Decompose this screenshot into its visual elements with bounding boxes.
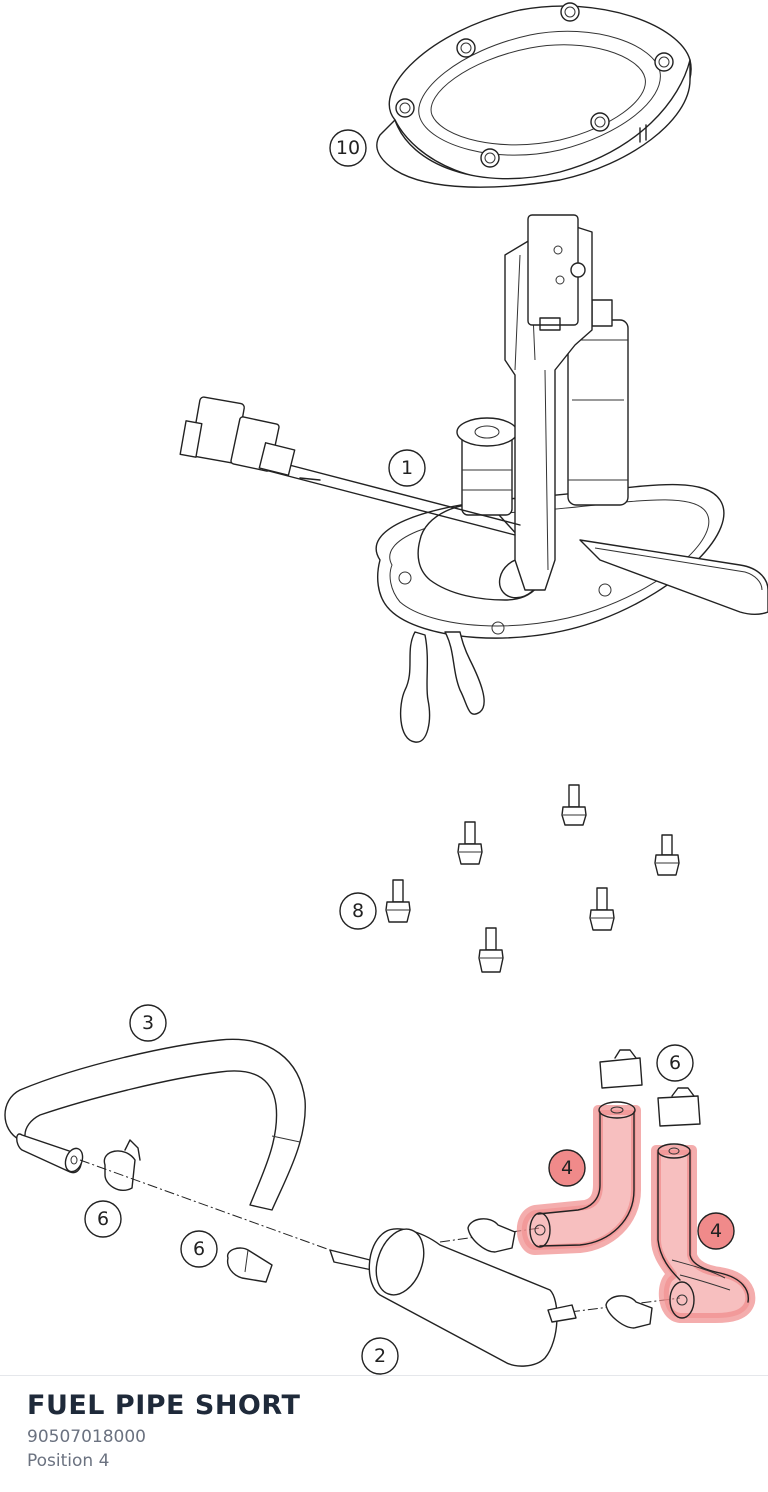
- callout-6-right[interactable]: 6: [656, 1044, 694, 1082]
- fuel-pump-assembly-part-1[interactable]: [179, 214, 768, 743]
- fuel-filter-part-2[interactable]: [329, 1218, 653, 1367]
- callout-3[interactable]: 3: [129, 1004, 167, 1042]
- svg-text:2: 2: [374, 1345, 386, 1367]
- fuel-pipe-short-part-4-left[interactable]: [516, 1101, 641, 1255]
- part-info-panel: FUEL PIPE SHORT 90507018000 Position 4: [0, 1375, 768, 1492]
- svg-text:4: 4: [561, 1157, 573, 1179]
- svg-text:3: 3: [142, 1012, 154, 1034]
- svg-text:6: 6: [193, 1238, 205, 1260]
- part-title: FUEL PIPE SHORT: [27, 1390, 301, 1421]
- callout-8[interactable]: 8: [339, 892, 377, 930]
- svg-text:6: 6: [97, 1208, 109, 1230]
- callout-6-left[interactable]: 6: [84, 1200, 122, 1238]
- part-number: 90507018000: [27, 1427, 146, 1447]
- svg-text:1: 1: [401, 457, 413, 479]
- svg-text:6: 6: [669, 1052, 681, 1074]
- exploded-parts-diagram: 10: [4, 2, 768, 1375]
- callout-4-right[interactable]: 4: [697, 1212, 735, 1250]
- bolts-part-8[interactable]: [385, 784, 680, 973]
- callout-10[interactable]: 10: [329, 129, 367, 167]
- hose-clamp-left[interactable]: [103, 1139, 141, 1192]
- assembly-line-1: [79, 1159, 331, 1251]
- callout-4-left[interactable]: 4: [548, 1149, 586, 1187]
- part-position: Position 4: [27, 1451, 110, 1471]
- svg-text:4: 4: [710, 1220, 722, 1242]
- hose-clamp-middle[interactable]: [226, 1247, 273, 1283]
- callout-6-middle[interactable]: 6: [180, 1230, 218, 1268]
- callout-2[interactable]: 2: [361, 1337, 399, 1375]
- hose-clamp-top-right[interactable]: [599, 1049, 701, 1127]
- svg-text:8: 8: [352, 900, 364, 922]
- gasket-part-10[interactable]: [376, 2, 692, 188]
- callout-1[interactable]: 1: [388, 449, 426, 487]
- fuel-hose-part-3[interactable]: [4, 1038, 306, 1211]
- svg-text:10: 10: [336, 137, 360, 159]
- fuel-pipe-short-part-4-right[interactable]: [651, 1143, 756, 1323]
